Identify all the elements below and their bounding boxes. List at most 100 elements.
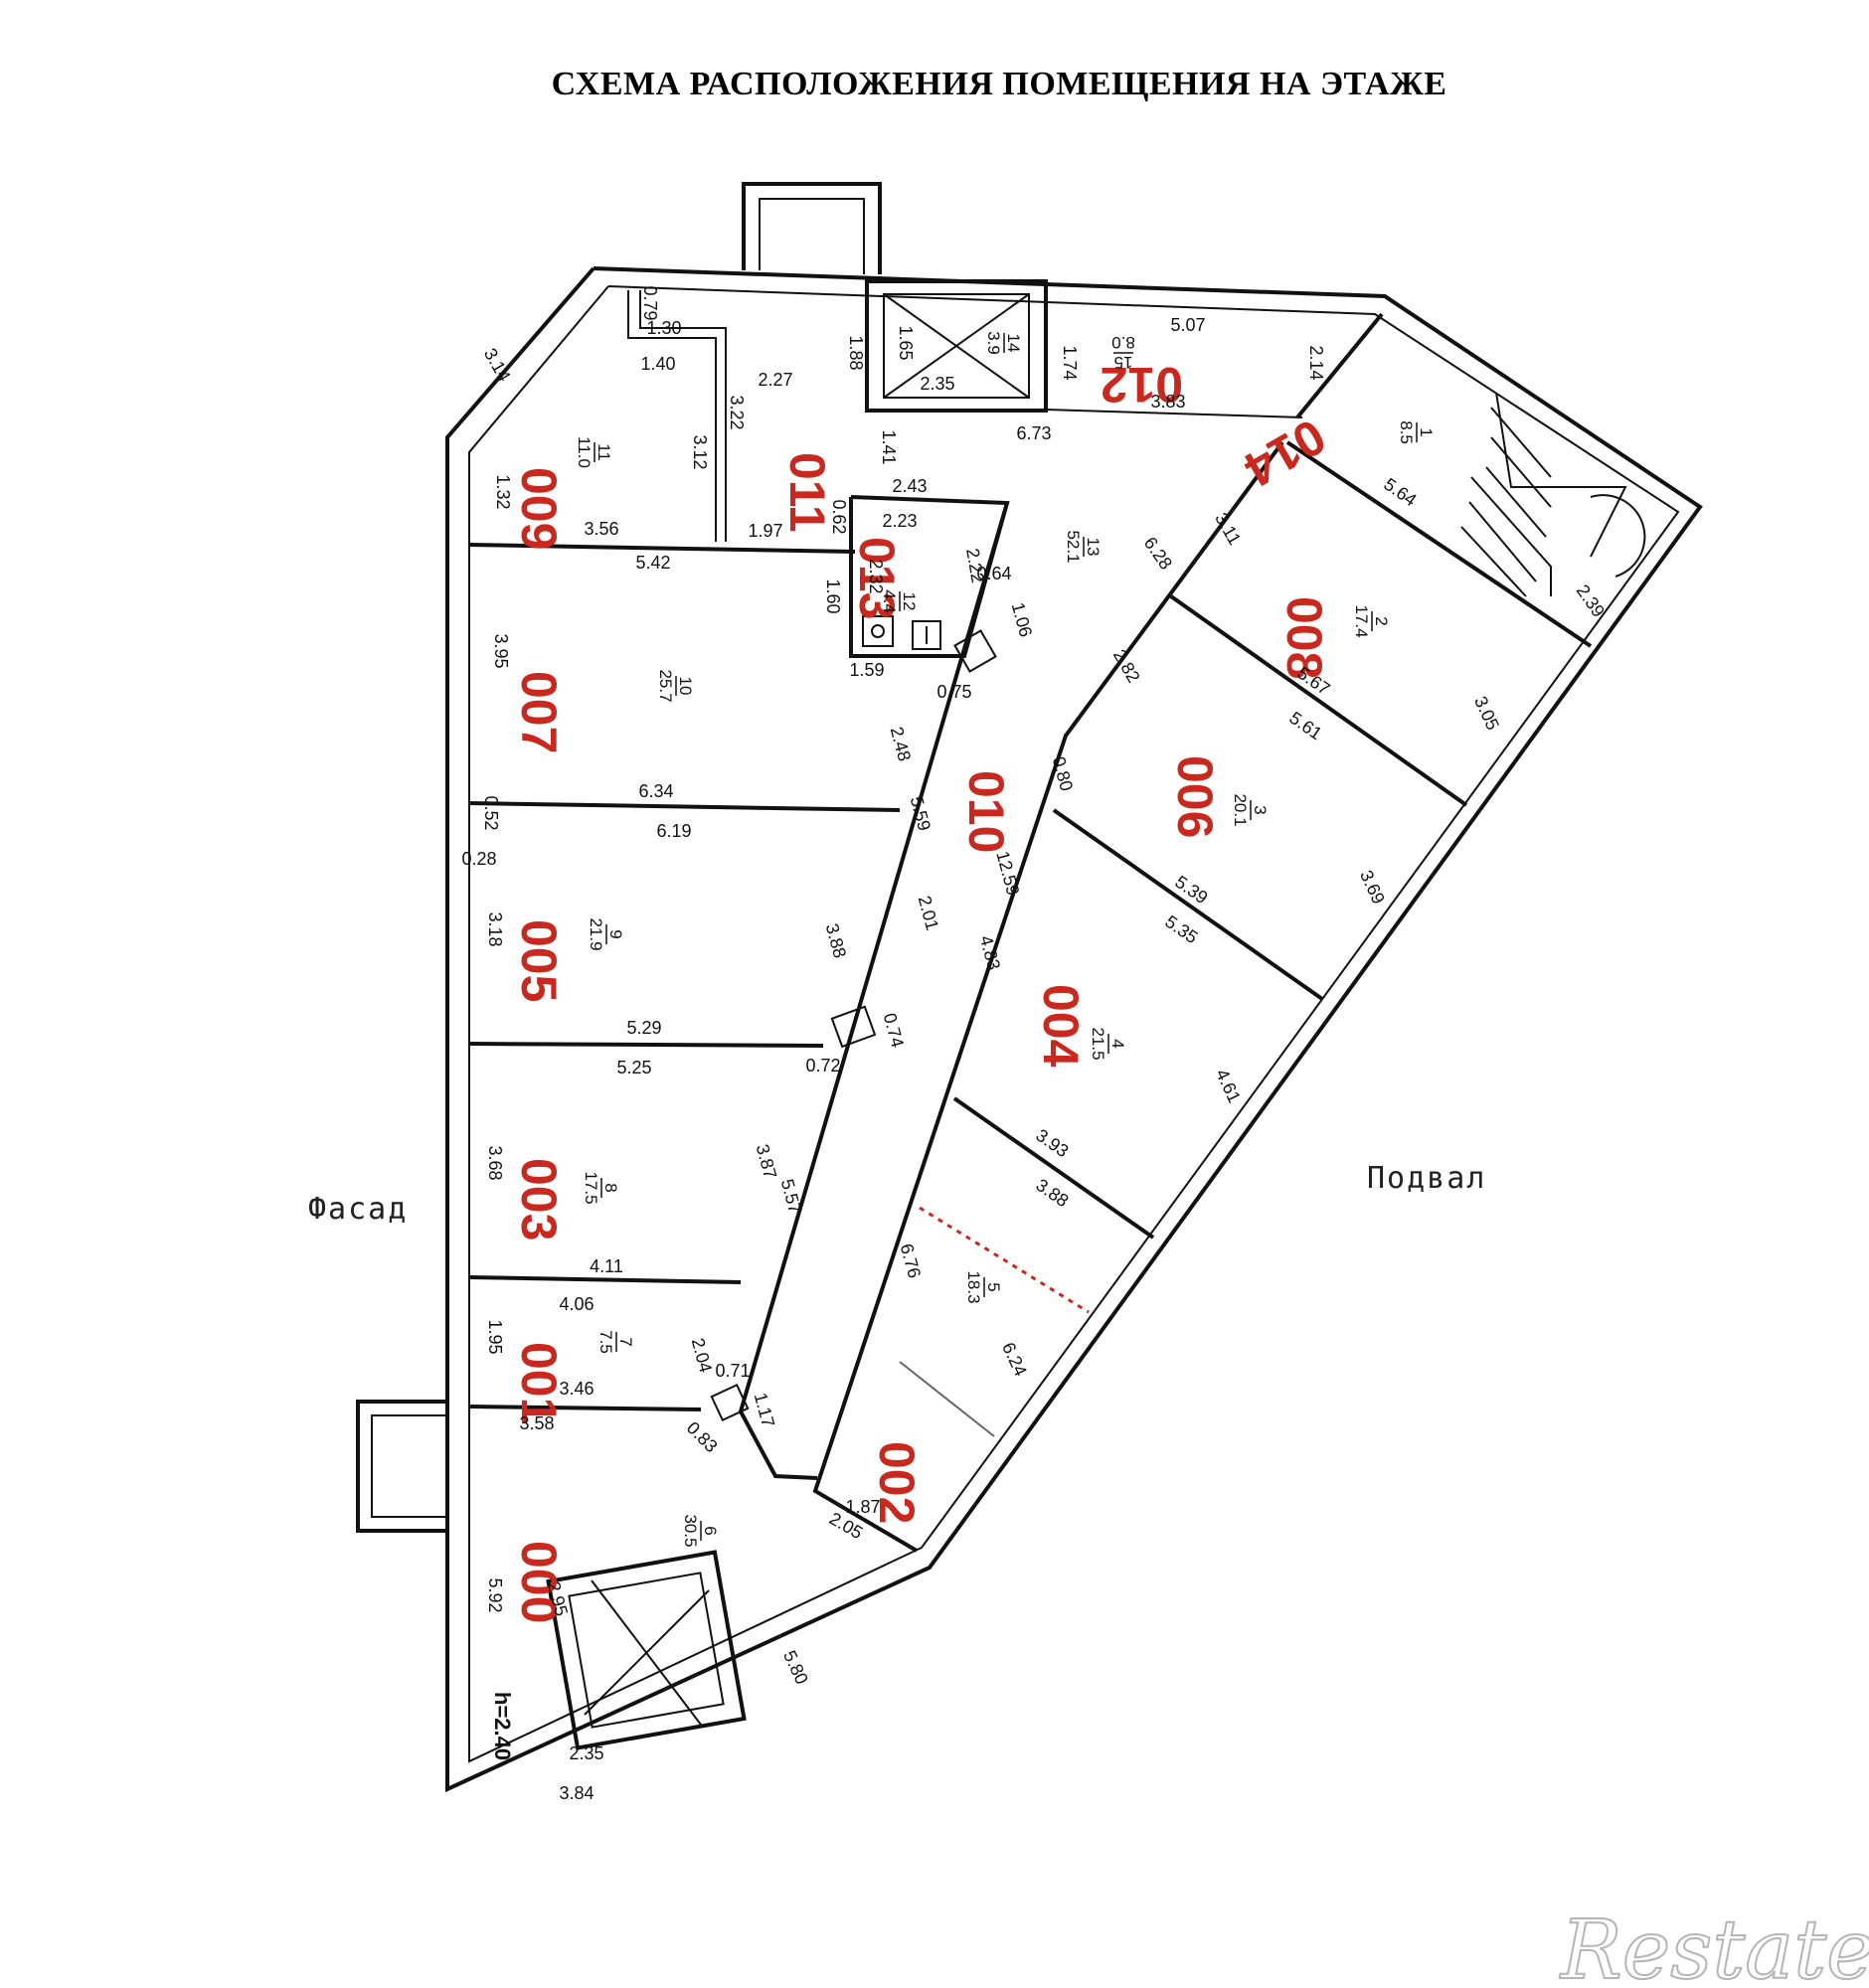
room-area-value: 21.5 <box>1089 1027 1107 1060</box>
room-area-num: 5 <box>984 1282 1003 1291</box>
room-area-008: 217.4 <box>1352 604 1391 637</box>
dimension-label: 5.39 <box>1171 872 1211 908</box>
dimension-label: 1.97 <box>748 521 782 541</box>
room-number-004: 004 <box>1033 984 1089 1068</box>
dimension-label: 12.59 <box>992 849 1023 898</box>
room-number-005: 005 <box>511 919 567 1002</box>
dimension-label: 1.41 <box>879 429 899 464</box>
room-number-002: 002 <box>869 1441 925 1524</box>
dimension-label: 0.71 <box>715 1361 750 1381</box>
room-number-000: 000 <box>511 1541 567 1623</box>
dimension-label: 0.80 <box>1049 754 1077 793</box>
dimension-label: 2.14 <box>1306 345 1326 380</box>
dimension-label: 0.74 <box>880 1011 908 1050</box>
room-area-002: 518.3 <box>964 1270 1003 1303</box>
dimension-label: 0.75 <box>936 682 971 702</box>
dimension-label: 0.72 <box>805 1056 840 1076</box>
dimension-label: 6.34 <box>638 781 673 801</box>
room-number-010: 010 <box>958 770 1014 853</box>
room-number-006: 006 <box>1167 755 1223 838</box>
room-area-003: 817.5 <box>582 1171 620 1204</box>
shaft-area-value: 3.9 <box>984 331 1003 355</box>
room-number-013: 013 <box>849 537 905 619</box>
room-area-num: 11 <box>595 443 613 461</box>
dimension-label: 3.58 <box>519 1413 554 1433</box>
dimension-label: 3.56 <box>584 519 618 539</box>
dimension-label: 0.83 <box>683 1417 722 1456</box>
room-area-value: 30.5 <box>681 1514 700 1547</box>
dimension-label: 1.88 <box>846 335 866 370</box>
dimension-label: 5.42 <box>635 553 670 573</box>
dimension-label: 3.12 <box>690 434 710 469</box>
dimension-label: 6.24 <box>998 1339 1031 1379</box>
dimension-label: 1.40 <box>640 354 675 374</box>
toilet-icon <box>862 615 941 650</box>
dimension-label: 0.62 <box>829 499 849 534</box>
dimension-label: 4.11 <box>590 1256 623 1276</box>
room-area-012: 158.0 <box>1111 333 1135 372</box>
dimension-label: 4.06 <box>559 1294 594 1314</box>
dimension-label: 5.80 <box>779 1647 812 1687</box>
dimension-label: 0.79 <box>640 285 660 320</box>
page-title: СХЕМА РАСПОЛОЖЕНИЯ ПОМЕЩЕНИЯ НА ЭТАЖЕ <box>551 66 1447 102</box>
room-area-num: 2 <box>1372 616 1391 625</box>
dimension-label: 2.82 <box>1109 646 1144 686</box>
dimension-label: 3.18 <box>485 911 505 946</box>
room-area-value: 17.5 <box>582 1171 600 1204</box>
room-area-num: 6 <box>701 1526 720 1535</box>
room-number-003: 003 <box>511 1158 567 1241</box>
dimension-label: 1.60 <box>823 579 843 613</box>
dimension-label: 2.23 <box>882 511 917 531</box>
room-area-num: 8 <box>601 1183 620 1192</box>
room-area-num: 1 <box>1417 427 1436 436</box>
dimension-label: 2.35 <box>920 374 954 394</box>
room-area-005: 921.9 <box>587 917 625 950</box>
room-area-value: 7.5 <box>596 1330 615 1354</box>
facade-label: Фасад <box>308 1192 408 1227</box>
dimension-label: 3.22 <box>727 395 747 429</box>
shaft-num: 14 <box>1004 334 1023 353</box>
room-area-num: 7 <box>616 1337 635 1346</box>
dimension-label: 3.87 <box>753 1142 780 1181</box>
room-area-value: 11.0 <box>575 436 594 468</box>
room-area-num: 12 <box>900 592 919 611</box>
room-number-012: 012 <box>1101 357 1183 413</box>
room-number-009: 009 <box>511 467 567 550</box>
dimension-label: 5.07 <box>1170 315 1205 335</box>
room-area-value: 18.3 <box>964 1270 983 1303</box>
dimension-label: 1.17 <box>751 1391 778 1429</box>
dimension-label: 5.35 <box>1161 911 1201 947</box>
room-area-num: 4 <box>1108 1039 1127 1048</box>
room-area-value: 52.1 <box>1064 530 1083 563</box>
room-area-num: 13 <box>1084 538 1103 557</box>
dimension-label: 2.01 <box>915 894 942 932</box>
room-number-008: 008 <box>1276 596 1332 679</box>
dimension-label: 3.46 <box>559 1379 594 1399</box>
room-area-num: 3 <box>1251 805 1270 814</box>
dimension-label: 3.84 <box>559 1783 594 1803</box>
dimension-label: 3.05 <box>1470 693 1503 733</box>
dimension-label: 0.64 <box>976 564 1011 583</box>
room-area-value: 21.9 <box>587 917 605 950</box>
dimension-label: 2.32 <box>866 559 886 593</box>
dimension-label: 6.28 <box>1140 533 1176 573</box>
dimension-label: 3.68 <box>485 1145 505 1180</box>
room-area-num: 15 <box>1114 353 1133 372</box>
dimension-label: 5.29 <box>626 1018 661 1038</box>
dimension-label: 6.73 <box>1016 423 1051 443</box>
dimension-label: 5.61 <box>1285 708 1325 744</box>
area-fractions: 1111.0158.018.5124.41025.71352.1217.4320… <box>575 331 1436 1547</box>
dimension-label: 5.25 <box>616 1058 651 1077</box>
dimension-label: 2.27 <box>758 370 792 390</box>
room-area-value: 20.1 <box>1231 793 1250 826</box>
watermark-logo: Restate <box>1559 1904 1869 1988</box>
room-area-001: 77.5 <box>596 1330 635 1354</box>
dimension-label: 1.06 <box>1008 600 1036 639</box>
room-area-013: 124.4 <box>880 589 919 613</box>
room-area-014: 18.5 <box>1397 420 1436 444</box>
